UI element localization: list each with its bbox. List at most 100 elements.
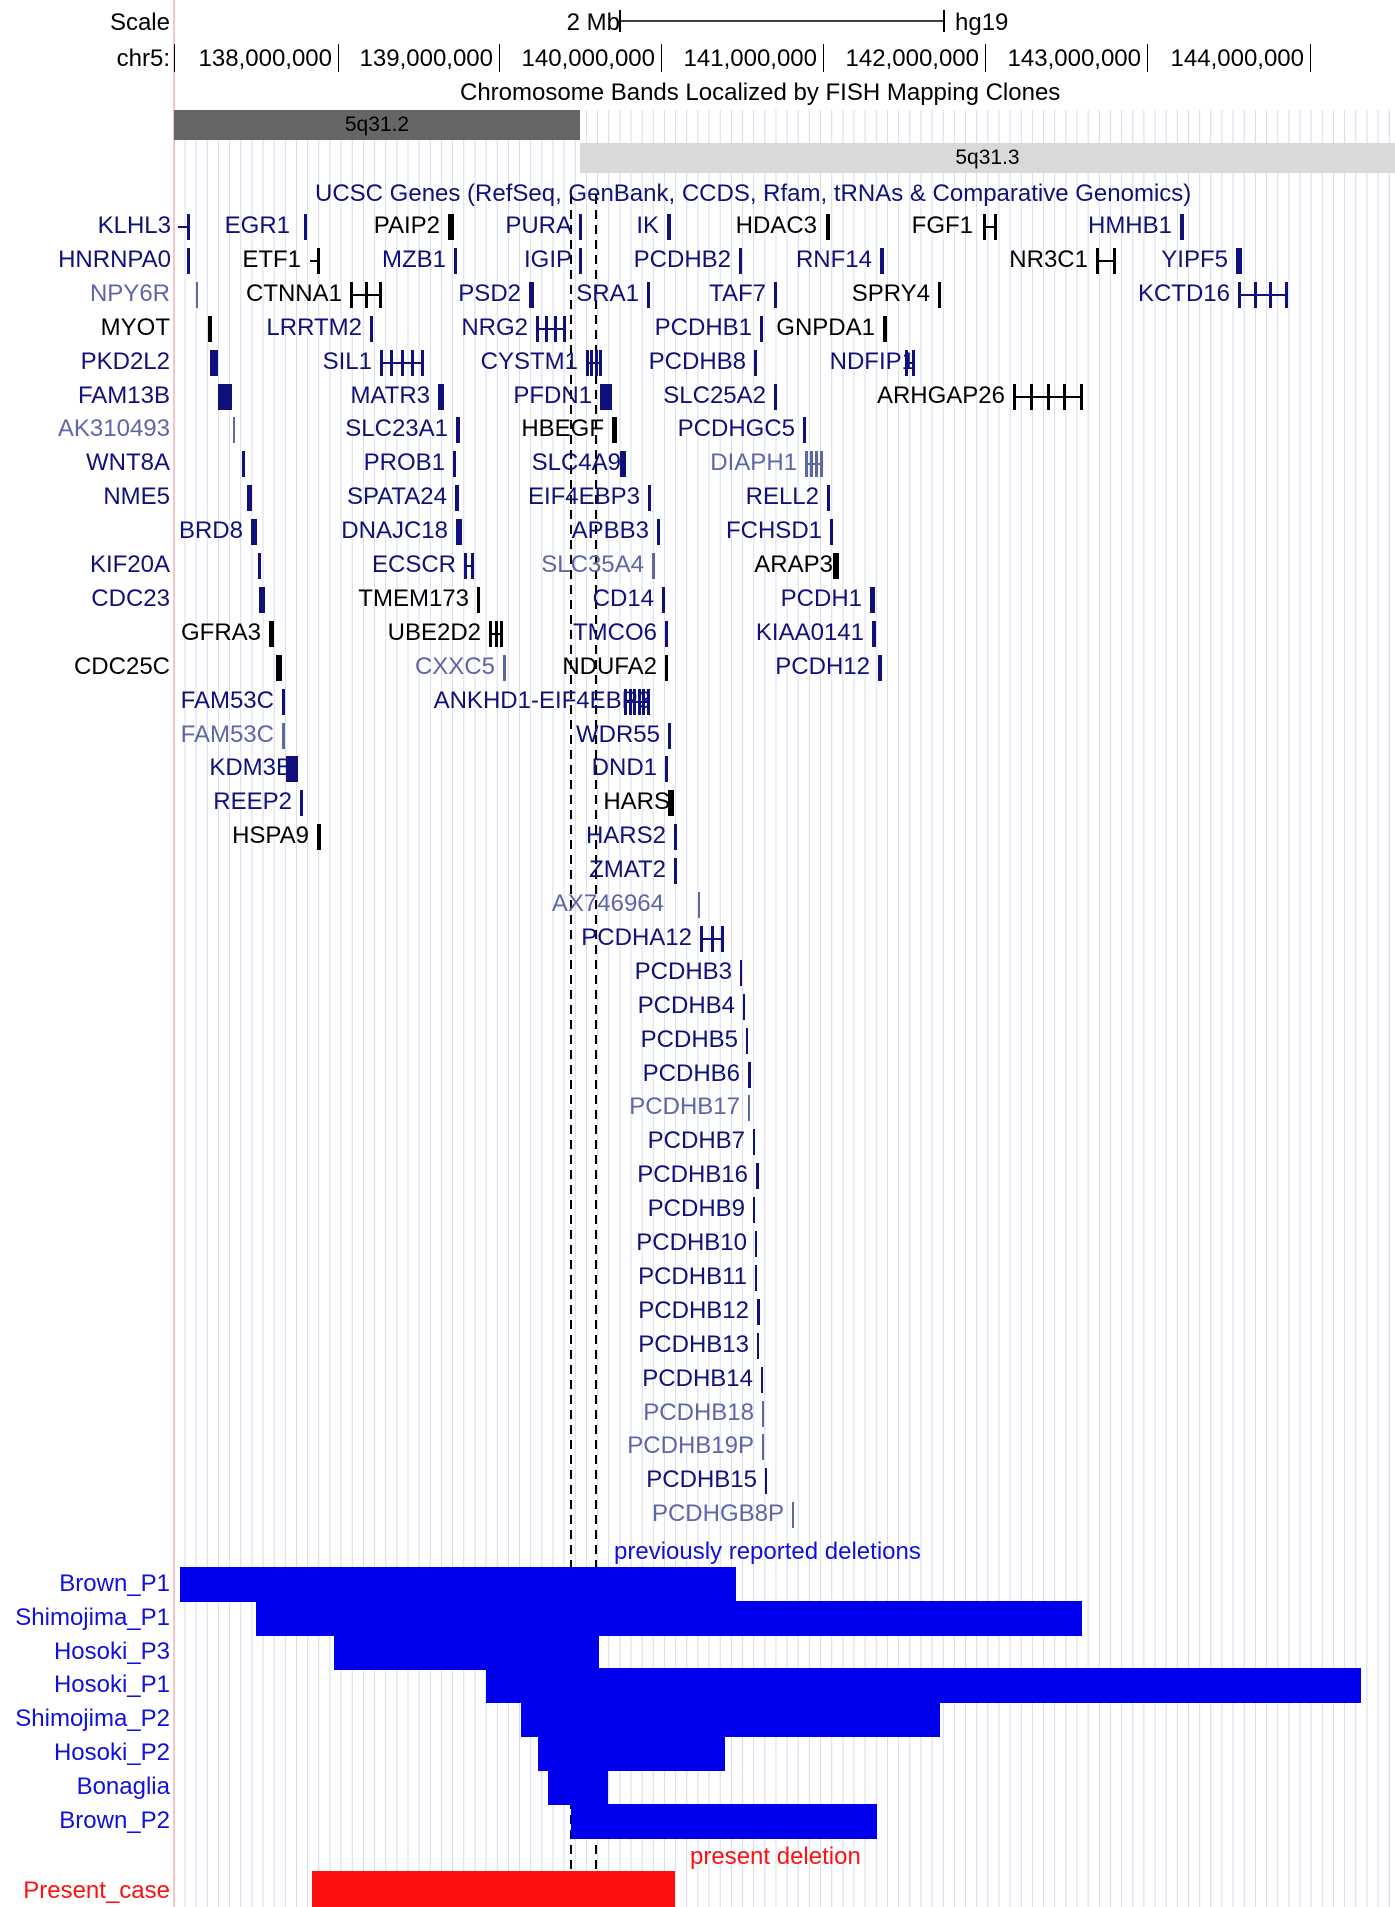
deletion-label: Brown_P2	[59, 1807, 170, 1834]
gene-label: PCDHB12	[638, 1296, 749, 1324]
assembly-label: hg19	[955, 9, 1009, 36]
gene-label: ARAP3	[754, 551, 833, 578]
gene-model	[754, 349, 757, 376]
gene-model	[774, 383, 777, 410]
gene-label: TMEM173	[358, 584, 469, 612]
gene-exon	[624, 688, 627, 715]
gene-model	[870, 586, 875, 613]
gene-exon	[586, 349, 589, 376]
gene-model	[218, 383, 232, 410]
gene-label: PSD2	[458, 279, 521, 307]
gene-label: WNT8A	[86, 449, 170, 477]
ruler-position-label: 140,000,000	[521, 45, 655, 72]
present-case-label: Present_case	[23, 1877, 170, 1904]
gene-label: FAM13B	[77, 381, 170, 409]
gene-model	[208, 315, 212, 342]
gene-label: ARHGAP26	[876, 381, 1005, 409]
gene-exon	[1013, 383, 1016, 410]
gene-label: NDFIP1	[829, 347, 915, 375]
gene-exon	[590, 349, 593, 376]
ruler-position-label: 144,000,000	[1170, 45, 1304, 72]
gene-exon	[638, 688, 641, 715]
gene-label: CDC23	[91, 584, 170, 612]
gene-model	[1096, 259, 1116, 262]
gene-label: HSPA9	[232, 822, 309, 850]
gene-model	[247, 485, 252, 512]
gene-label: DND1	[591, 754, 657, 782]
gene-label: REEP2	[213, 788, 292, 816]
gene-label: PCDHB13	[638, 1330, 749, 1358]
gene-model	[878, 654, 882, 681]
gene-label: HMHB1	[1087, 212, 1172, 239]
gene-exon	[1047, 383, 1050, 410]
gene-model	[652, 553, 655, 579]
gene-label: KDM3B	[209, 754, 292, 782]
ruler-tick	[1147, 44, 1148, 72]
deletion-label: Hosoki_P2	[53, 1739, 170, 1766]
gene-model	[665, 756, 668, 783]
gene-model	[748, 1061, 751, 1088]
gene-model	[872, 620, 876, 647]
gene-label: CXXC5	[414, 652, 495, 680]
ruler-position-label: 142,000,000	[845, 45, 979, 72]
gene-exon	[563, 315, 566, 342]
scale-value: 2 Mb	[566, 9, 620, 36]
gene-model	[803, 417, 806, 444]
gene-label: PCDHB2	[633, 245, 731, 273]
gene-exon	[711, 925, 714, 952]
gene-model	[739, 247, 742, 274]
gene-model	[503, 654, 506, 681]
gene-model	[755, 1231, 757, 1257]
gene-model	[743, 993, 745, 1020]
gene-model	[456, 417, 460, 444]
gene-label: SLC25A2	[663, 381, 766, 409]
gene-label: SIL1	[322, 347, 372, 375]
gene-exon	[905, 349, 908, 376]
gene-exon	[633, 688, 636, 715]
gene-label: PAIP2	[373, 212, 440, 239]
gene-model	[438, 383, 444, 410]
gene-label: KLHL3	[97, 212, 171, 239]
gene-label: NRG2	[461, 313, 528, 341]
gene-label: FAM53C	[180, 686, 274, 714]
gene-label: PCDH1	[780, 584, 862, 612]
gene-exon	[471, 553, 474, 579]
ruler-tick	[174, 44, 175, 72]
ruler-position-label: 143,000,000	[1007, 45, 1141, 72]
gene-exon	[545, 315, 548, 342]
gene-exon	[647, 688, 650, 715]
gene-exon	[721, 925, 724, 952]
gene-label: FCHSD1	[725, 517, 822, 545]
gene-label: LRRTM2	[266, 313, 362, 341]
gene-label: PCDHB7	[647, 1127, 745, 1155]
gene-model	[286, 756, 298, 783]
gene-model	[830, 519, 833, 546]
gene-label: AX746964	[551, 890, 664, 917]
gene-exon	[1254, 281, 1257, 308]
gene-model	[698, 892, 700, 918]
gene-model	[178, 226, 190, 228]
gene-model	[624, 700, 650, 703]
deletion-label: Bonaglia	[76, 1773, 170, 1800]
gene-label: HNRNPA0	[58, 245, 171, 273]
gene-label: PROB1	[363, 449, 445, 477]
gene-model	[667, 214, 671, 240]
gene-model	[753, 1129, 755, 1156]
gene-model	[668, 722, 671, 749]
gene-model	[805, 463, 823, 466]
gene-label: KIF20A	[89, 551, 170, 578]
gene-label: ANKHD1-EIF4EBP3	[433, 686, 651, 714]
gene-label: TAF7	[709, 279, 766, 307]
gene-label: PCDHA12	[581, 923, 692, 951]
gene-model	[529, 281, 534, 308]
gene-label: PCDH12	[775, 652, 870, 680]
gene-model	[762, 1434, 764, 1461]
deletion-bar	[571, 1804, 877, 1839]
gene-label: ECSCR	[371, 551, 456, 578]
gene-model	[746, 1027, 748, 1054]
gene-label: KCTD16	[1137, 279, 1230, 307]
gene-label: SLC35A4	[541, 551, 644, 578]
gene-exon	[805, 451, 808, 478]
gene-model	[665, 620, 668, 647]
gene-exon	[350, 281, 353, 308]
